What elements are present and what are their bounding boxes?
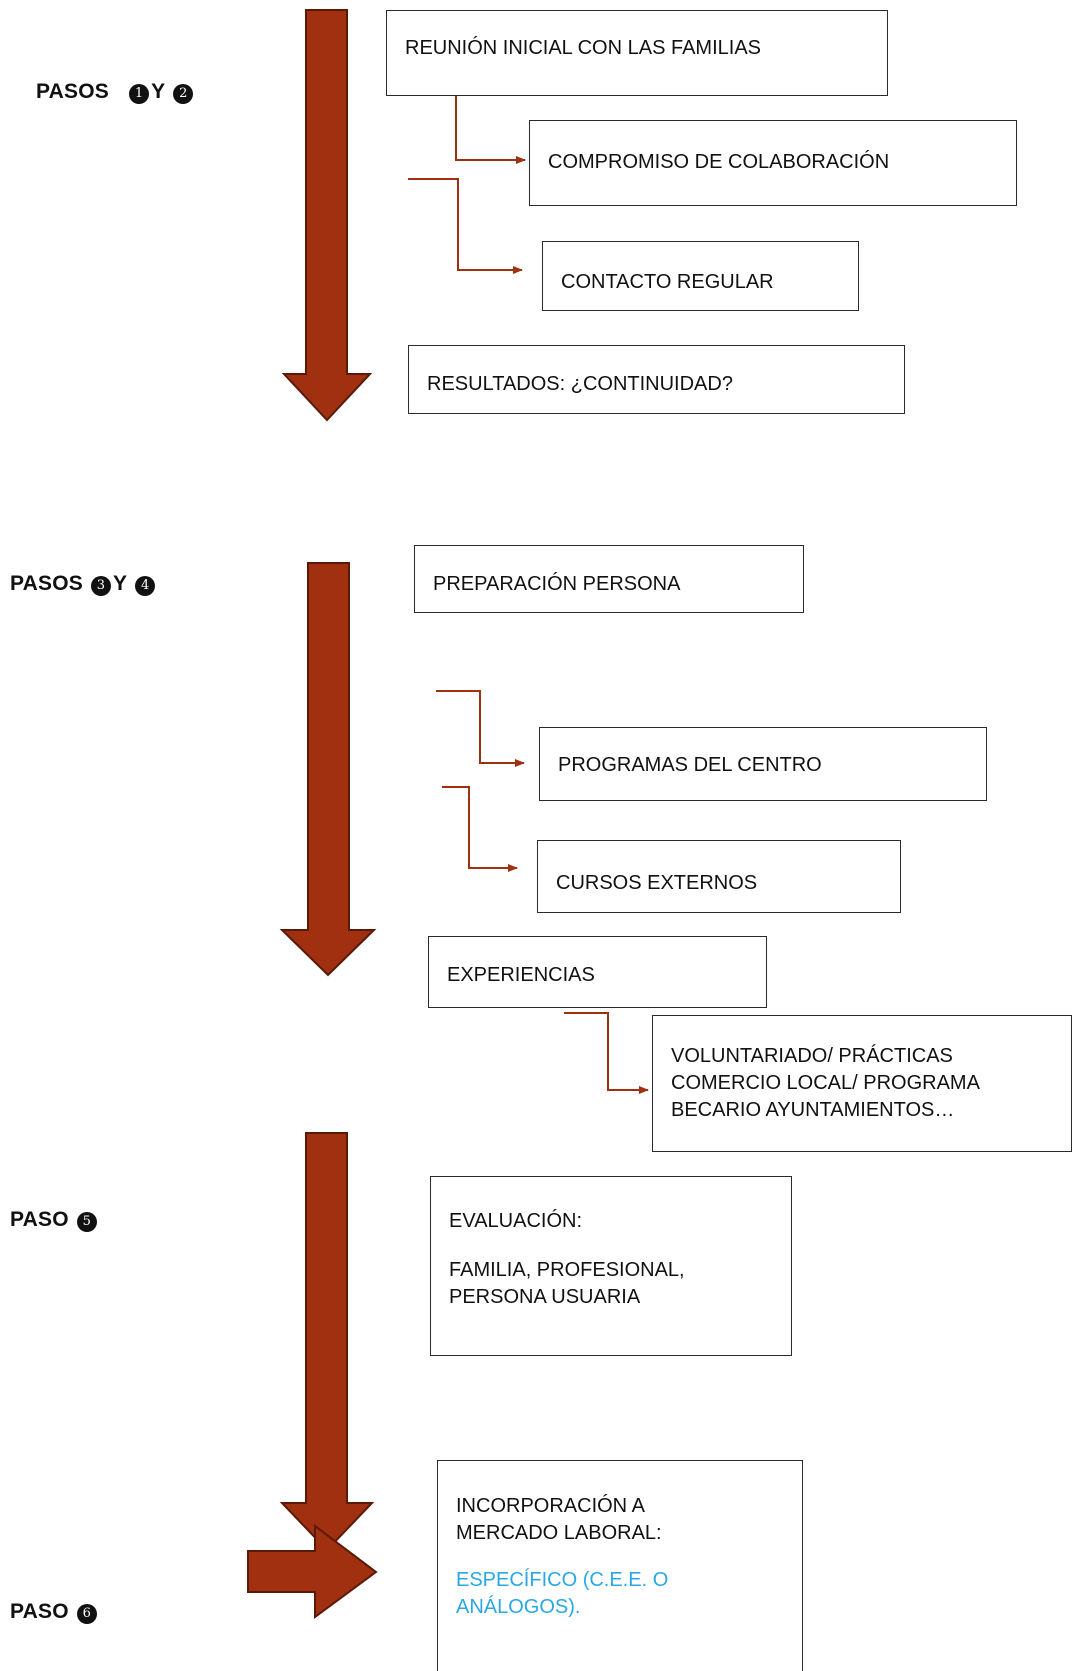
box-title-line: MERCADO LABORAL: [456,1522,662,1544]
connector-to-contacto [408,178,523,274]
box-experiencias: EXPERIENCIAS [428,936,767,1008]
step-label-5: PASO 5 [10,1208,99,1232]
box-text: CURSOS EXTERNOS [556,872,758,894]
connector-reunion-compromiso [392,93,526,164]
box-cursos-externos: CURSOS EXTERNOS [537,840,901,913]
box-text: REUNIÓN INICIAL CON LAS FAMILIAS [405,37,762,59]
box-accent-line: ANÁLOGOS). [456,1596,581,1618]
connector-experiencias-voluntariado [564,1012,649,1094]
step-number-badge: 5 [76,1212,97,1232]
down-arrow-steps-1-2 [281,9,373,422]
box-voluntariado: VOLUNTARIADO/ PRÁCTICAS COMERCIO LOCAL/ … [652,1015,1072,1152]
box-programas-centro: PROGRAMAS DEL CENTRO [539,727,987,801]
step-number-badge: 6 [76,1604,97,1624]
box-text-line: FAMILIA, PROFESIONAL, [449,1259,685,1281]
box-compromiso: COMPROMISO DE COLABORACIÓN [529,120,1017,206]
right-arrow-step-6 [247,1523,378,1619]
box-preparacion-persona: PREPARACIÓN PERSONA [414,545,804,613]
box-text: PROGRAMAS DEL CENTRO [558,754,822,776]
down-arrow-step-5 [279,1132,375,1552]
box-text-line: COMERCIO LOCAL/ PROGRAMA [671,1072,980,1094]
box-contacto-regular: CONTACTO REGULAR [542,241,859,311]
box-text: PREPARACIÓN PERSONA [433,573,681,595]
box-evaluacion: EVALUACIÓN: FAMILIA, PROFESIONAL, PERSON… [430,1176,792,1356]
step-number-badge: 1 [129,84,150,104]
box-text: RESULTADOS: ¿CONTINUIDAD? [427,373,733,395]
box-accent-line: ESPECÍFICO (C.E.E. O [456,1569,669,1591]
box-title-line: INCORPORACIÓN A [456,1495,645,1517]
box-title: EVALUACIÓN: [449,1210,582,1232]
box-incorporacion: INCORPORACIÓN A MERCADO LABORAL: ESPECÍF… [437,1460,803,1671]
connector-to-cursos [442,786,518,872]
box-reunion-inicial: REUNIÓN INICIAL CON LAS FAMILIAS [386,10,888,96]
step-number-badge: 3 [91,576,112,596]
step-number-badge: 2 [173,84,194,104]
box-text: EXPERIENCIAS [447,964,595,986]
box-resultados: RESULTADOS: ¿CONTINUIDAD? [408,345,905,414]
connector-to-programas [436,690,525,767]
box-text: COMPROMISO DE COLABORACIÓN [548,151,890,173]
step-number-badge: 4 [135,576,156,596]
box-text-line: VOLUNTARIADO/ PRÁCTICAS [671,1045,953,1067]
down-arrow-steps-3-4 [279,562,377,977]
box-text-line: BECARIO AYUNTAMIENTOS… [671,1099,955,1121]
step-label-6: PASO 6 [10,1600,99,1624]
box-text: CONTACTO REGULAR [561,271,774,293]
box-text-line: PERSONA USUARIA [449,1286,641,1308]
